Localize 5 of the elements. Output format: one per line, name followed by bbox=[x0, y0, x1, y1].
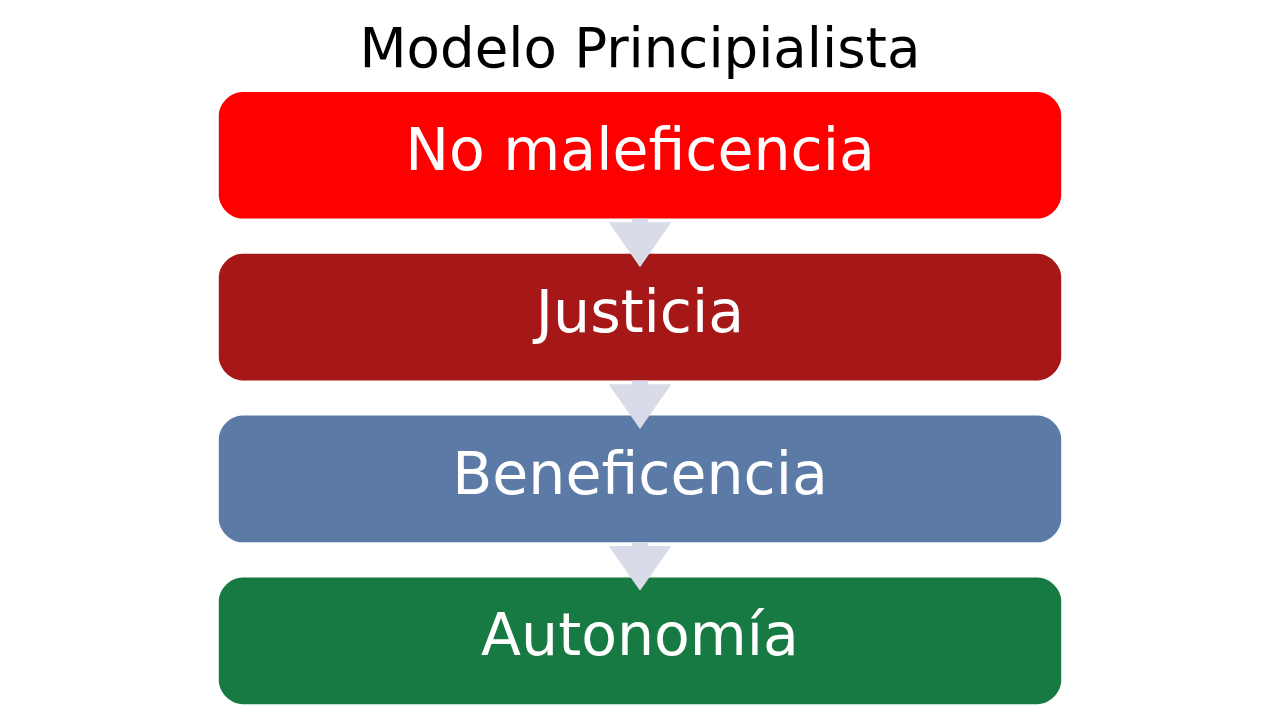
node-box: Beneficencia bbox=[218, 415, 1062, 543]
node-box: Justicia bbox=[218, 253, 1062, 381]
node-box: No maleficencia bbox=[218, 91, 1062, 219]
diagram-title: Modelo Principialista bbox=[359, 16, 921, 81]
node-box: Autonomía bbox=[218, 577, 1062, 705]
